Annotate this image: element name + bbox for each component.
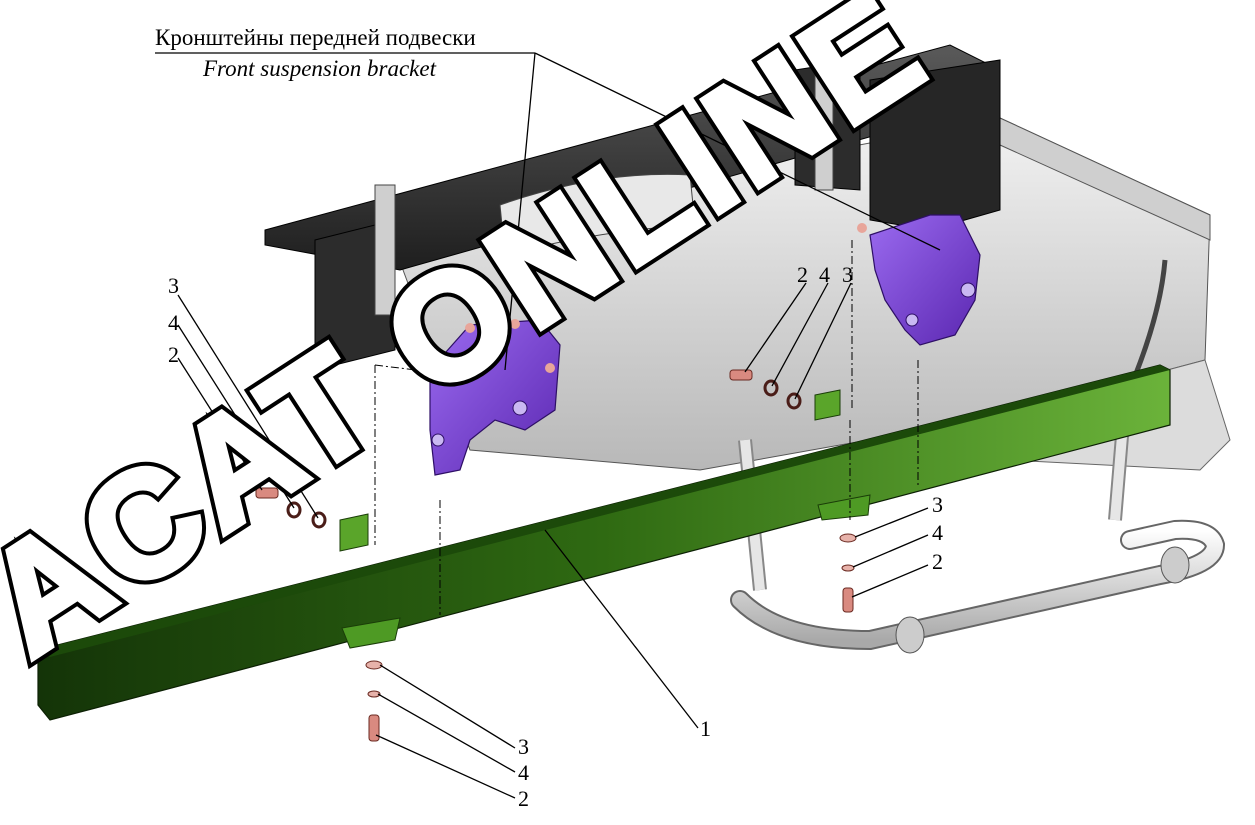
callout-right-2: 2 <box>932 549 943 574</box>
callout-left-2: 2 <box>168 342 179 367</box>
callout-mid-3: 3 <box>842 262 853 287</box>
callout-bottom-2: 2 <box>518 786 529 811</box>
leader-lines <box>155 52 941 799</box>
suspension-bracket-right <box>857 214 981 346</box>
callout-bottom-4: 4 <box>518 760 529 785</box>
callout-spring-1: 1 <box>700 716 711 741</box>
callout-right-3: 3 <box>932 492 943 517</box>
leaf-spring <box>37 364 1171 721</box>
callout-mid-4: 4 <box>819 262 830 287</box>
callout-right-4: 4 <box>932 520 943 545</box>
suspension-bracket-left <box>429 319 561 476</box>
hardware <box>255 369 857 742</box>
callout-left-4: 4 <box>168 310 179 335</box>
assembly-axes <box>374 240 919 615</box>
caption-ru: Кронштейны передней подвески <box>155 25 476 50</box>
caption-en: Front suspension bracket <box>202 56 437 81</box>
callout-mid-2: 2 <box>797 262 808 287</box>
callout-bottom-3: 3 <box>518 734 529 759</box>
frame-rail <box>264 44 1001 371</box>
callout-left-3: 3 <box>168 273 179 298</box>
